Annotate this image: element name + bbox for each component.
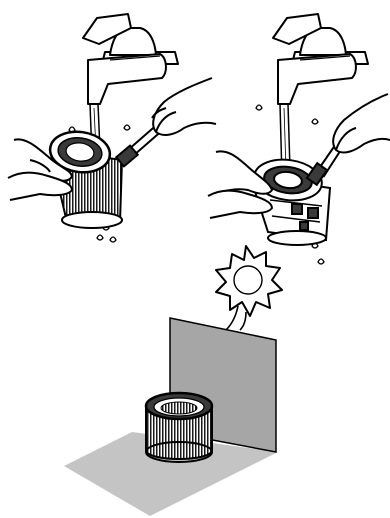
faucet-icon: [272, 13, 369, 105]
sun-icon: [215, 245, 283, 331]
left-hand: [7, 138, 73, 201]
filter-cartridge: [144, 391, 214, 463]
right-hand: [151, 77, 217, 136]
ground-shadow: [64, 432, 278, 516]
right-hand: [332, 93, 390, 154]
left-hand: [207, 150, 273, 219]
step1-rinse-scene: [7, 13, 217, 243]
filter-cartridge: [48, 130, 124, 229]
faucet-icon: [82, 13, 179, 105]
step2-rinse-scene: [207, 13, 390, 265]
step3-drying-scene: [64, 317, 278, 516]
